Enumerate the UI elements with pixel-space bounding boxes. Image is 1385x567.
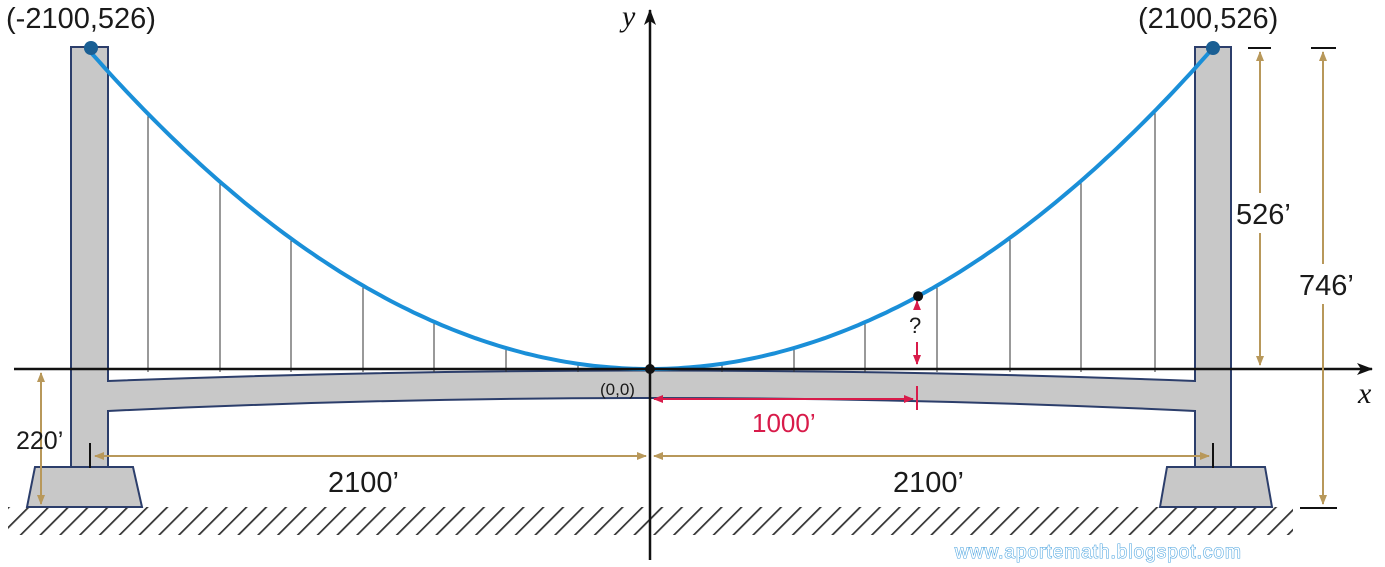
center-distance-label: 1000’ [752,408,816,438]
left-span-dimension: 2100’ [89,443,647,499]
y-axis-label: y [619,0,636,33]
query-point [913,291,924,302]
x-axis-label: x [1357,377,1372,410]
tower-height-label: 746’ [1299,270,1354,302]
cable-height-label: 526’ [1236,199,1291,231]
watermark-url: www.aportemath.blogspot.com [954,542,1242,563]
right-footing [1158,466,1274,508]
left-footing [25,466,144,508]
unknown-height-label: ? [909,313,921,338]
unknown-height-dimension: ? [909,300,921,365]
deck-height-dimension: 220’ [16,372,63,505]
hanger-cables [147,110,1156,372]
deck-height-label: 220’ [16,427,63,455]
right-span-dimension: 2100’ [653,443,1214,499]
right-cable-anchor-point [1206,41,1220,55]
cable-height-dimension: 526’ [1232,47,1294,366]
origin-label: (0,0) [600,380,635,399]
right-anchor-label: (2100,526) [1138,3,1278,35]
center-distance-dimension: 1000’ [653,386,918,438]
left-anchor-label: (-2100,526) [6,3,156,35]
left-span-label: 2100’ [328,467,399,499]
right-span-label: 2100’ [893,467,964,499]
tower-height-dimension: 746’ [1296,47,1358,509]
left-cable-anchor-point [84,41,98,55]
origin-point [645,364,655,374]
